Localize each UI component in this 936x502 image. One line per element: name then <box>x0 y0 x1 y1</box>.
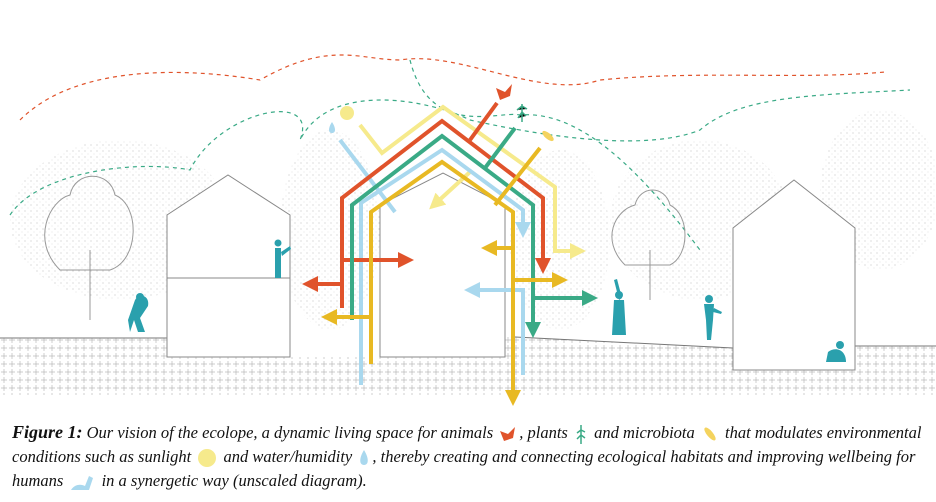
microbiota-inlet <box>493 146 542 207</box>
water-envelope <box>359 147 531 385</box>
caption-text: that modulates environmental conditions … <box>12 423 922 467</box>
water-inner <box>464 282 525 375</box>
microbiota-envelope <box>369 159 521 406</box>
caption-text: , thereby creating and connecting ecolog… <box>12 447 916 491</box>
microbiota-icon <box>542 130 554 142</box>
animal-envelope <box>340 118 551 308</box>
figure-label: Figure 1: <box>12 422 83 442</box>
human-icon <box>71 476 94 491</box>
caption-text: and microbiota <box>589 423 699 442</box>
house-center <box>379 172 506 358</box>
human-reaching <box>612 279 626 335</box>
ecolope-diagram <box>0 54 936 406</box>
caption-text: , plants <box>519 423 572 442</box>
microbiota-icon <box>704 427 716 441</box>
sun-icon <box>198 449 217 468</box>
human-sitting <box>826 349 846 362</box>
house-left <box>166 174 291 358</box>
plant-inlet <box>483 126 517 170</box>
caption-text: Our vision of the ecolope, a dynamic liv… <box>82 423 498 442</box>
plant-envelope <box>350 133 541 338</box>
figure-caption: Figure 1: Our vision of the ecolope, a d… <box>12 420 932 493</box>
human-left-bending <box>128 295 160 332</box>
human-window <box>275 246 291 278</box>
caption-text: and water/humidity <box>219 447 357 467</box>
tree-right <box>611 189 686 300</box>
water-drop-icon <box>329 122 335 133</box>
plant-icon <box>516 104 528 122</box>
bird-icon <box>496 84 512 100</box>
house-right <box>732 179 856 371</box>
animal-inlet <box>468 101 499 142</box>
human-standing <box>704 304 722 340</box>
plant-icon <box>576 425 586 445</box>
sun-icon <box>340 106 354 120</box>
flow-arrows <box>302 101 598 406</box>
tree-left <box>44 175 134 320</box>
bird-icon <box>500 427 516 442</box>
humans <box>128 239 846 362</box>
caption-text: in a synergetic way (unscaled diagram). <box>97 471 367 491</box>
water-drop-icon <box>360 450 369 466</box>
